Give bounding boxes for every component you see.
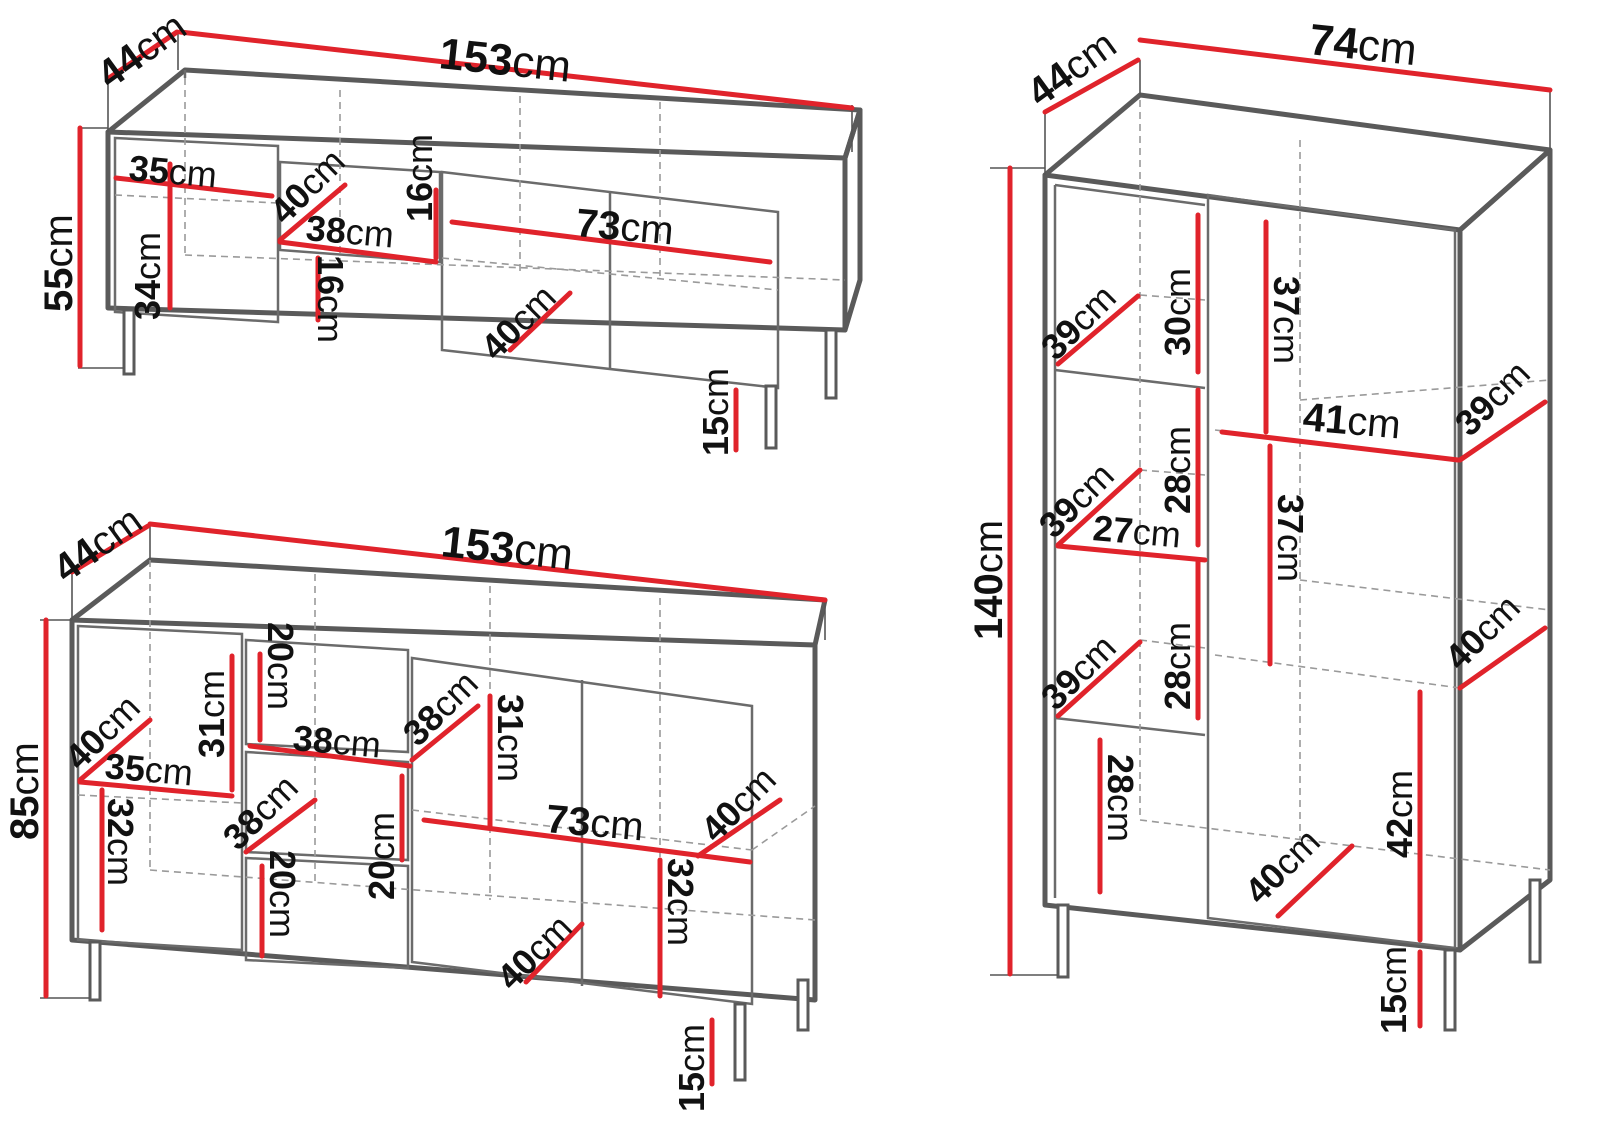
dim-line bbox=[409, 703, 481, 763]
dim-line bbox=[77, 717, 153, 783]
dim-line bbox=[1055, 639, 1143, 719]
dim-line bbox=[1055, 293, 1141, 367]
highboard-leg bbox=[1056, 903, 1070, 979]
dim-line bbox=[1457, 399, 1548, 463]
lowboard-front bbox=[105, 129, 848, 333]
highboard-leg bbox=[1528, 878, 1542, 964]
dim-line bbox=[1457, 625, 1548, 691]
label-highboard-right-lower-depth: 40cm bbox=[1437, 586, 1528, 677]
sideboard-drawer bbox=[244, 856, 410, 970]
label-sideboard-leg-height: 15cm bbox=[671, 1024, 712, 1112]
highboard-shelf bbox=[1054, 368, 1206, 390]
label-highboard-leg-height: 15cm bbox=[1373, 946, 1414, 1034]
dim-line bbox=[243, 797, 318, 855]
lowboard-left-door bbox=[113, 136, 280, 324]
label-lowboard-left-shelf-height: 34cm bbox=[127, 232, 168, 320]
lowboard-leg bbox=[824, 328, 838, 400]
highboard-drawing: 44cm 74cm 140cm 39cm 30cm 39cm 27cm 28cm… bbox=[967, 15, 1553, 1034]
label-highboard-shelf3-height: 28cm bbox=[1157, 622, 1198, 710]
label-highboard-height: 140cm bbox=[967, 520, 1011, 640]
label-highboard-shelf1-height: 30cm bbox=[1157, 268, 1198, 356]
dim-line bbox=[507, 290, 573, 353]
highboard-shelf bbox=[1054, 183, 1206, 207]
label-lowboard-height: 55cm bbox=[37, 214, 81, 312]
dim-line bbox=[1055, 543, 1208, 563]
label-sideboard-depth: 44cm bbox=[45, 498, 150, 591]
label-sideboard-left-lower-height: 32cm bbox=[100, 798, 141, 886]
sideboard-leg bbox=[796, 978, 810, 1032]
dim-line bbox=[147, 521, 828, 603]
dim-line bbox=[523, 921, 585, 985]
label-sideboard-width: 153cm bbox=[439, 517, 575, 580]
label-sideboard-height: 85cm bbox=[3, 742, 47, 840]
lowboard-right-doors bbox=[440, 170, 780, 390]
dim-line bbox=[69, 523, 151, 575]
label-sideboard-drawer1-height: 20cm bbox=[260, 622, 301, 710]
label-highboard-right-width: 41cm bbox=[1301, 395, 1402, 447]
label-highboard-depth: 44cm bbox=[1019, 22, 1124, 115]
label-highboard-right-lower-height: 42cm bbox=[1379, 770, 1420, 858]
label-sideboard-drawer2-height: 20cm bbox=[361, 812, 402, 900]
label-highboard-bottom-height: 28cm bbox=[1100, 754, 1141, 842]
dim-line bbox=[277, 182, 348, 243]
label-lowboard-left-shelf-width: 35cm bbox=[127, 147, 218, 196]
label-sideboard-drawer-width: 38cm bbox=[291, 717, 382, 766]
label-sideboard-right-depth-bottom: 40cm bbox=[489, 906, 580, 997]
label-sideboard-right-upper-height: 31cm bbox=[490, 694, 531, 782]
label-highboard-shelf2-height: 28cm bbox=[1157, 426, 1198, 514]
label-highboard-right-upper-height: 37cm bbox=[1266, 276, 1307, 364]
label-lowboard-mid-width: 38cm bbox=[304, 207, 395, 256]
label-lowboard-drawer-height-bottom: 16cm bbox=[310, 255, 351, 343]
label-highboard-width: 74cm bbox=[1307, 15, 1419, 75]
highboard-leg bbox=[1443, 948, 1457, 1032]
dim-line bbox=[247, 743, 413, 769]
label-lowboard-leg-height: 15cm bbox=[695, 368, 736, 456]
sideboard-right-doors bbox=[410, 656, 754, 1006]
sideboard-top bbox=[69, 557, 828, 648]
sideboard-drawing: 44cm 153cm 85cm 40cm 35cm 31cm 32cm 20cm… bbox=[3, 498, 828, 1112]
dim-line bbox=[277, 239, 439, 265]
dim-line bbox=[1042, 57, 1141, 115]
dim-line bbox=[695, 797, 783, 859]
sideboard-drawer bbox=[244, 638, 410, 754]
label-lowboard-drawer-height-top: 16cm bbox=[399, 134, 440, 222]
dim-line bbox=[177, 29, 855, 111]
sideboard-leg bbox=[733, 1002, 747, 1082]
label-lowboard-depth: 44cm bbox=[89, 4, 194, 97]
dim-line bbox=[1219, 429, 1461, 463]
dim-line bbox=[106, 29, 180, 81]
lowboard-leg bbox=[764, 384, 778, 450]
dim-line bbox=[1275, 843, 1355, 919]
sideboard-front bbox=[69, 617, 818, 1003]
lowboard-drawing: 44cm 153cm 55cm 35cm 34cm 40cm 38cm 16cm… bbox=[37, 4, 863, 456]
highboard-right-door bbox=[1206, 193, 1457, 950]
dim-line bbox=[421, 817, 753, 865]
label-sideboard-left-upper-height: 31cm bbox=[191, 670, 232, 758]
label-sideboard-right-width: 73cm bbox=[544, 797, 645, 849]
label-sideboard-right-lower-height: 32cm bbox=[660, 858, 701, 946]
lowboard-drawer bbox=[278, 160, 442, 264]
highboard-side bbox=[1457, 147, 1553, 953]
label-highboard-shelf2-width: 27cm bbox=[1091, 507, 1182, 556]
dim-line bbox=[77, 779, 235, 799]
sideboard-leg bbox=[88, 940, 102, 1002]
lowboard-leg bbox=[122, 308, 136, 376]
dim-line bbox=[113, 175, 275, 199]
label-sideboard-left-width: 35cm bbox=[103, 745, 194, 794]
sideboard-left-door bbox=[76, 624, 244, 952]
highboard-shelf bbox=[1054, 716, 1206, 737]
label-lowboard-width: 153cm bbox=[437, 29, 573, 92]
label-lowboard-right-width: 73cm bbox=[574, 201, 675, 253]
label-sideboard-drawer3-height: 20cm bbox=[262, 850, 303, 938]
dim-line bbox=[1137, 37, 1553, 93]
dim-line bbox=[449, 219, 773, 265]
label-highboard-right-mid-height: 37cm bbox=[1270, 494, 1311, 582]
dim-line bbox=[1055, 467, 1143, 548]
